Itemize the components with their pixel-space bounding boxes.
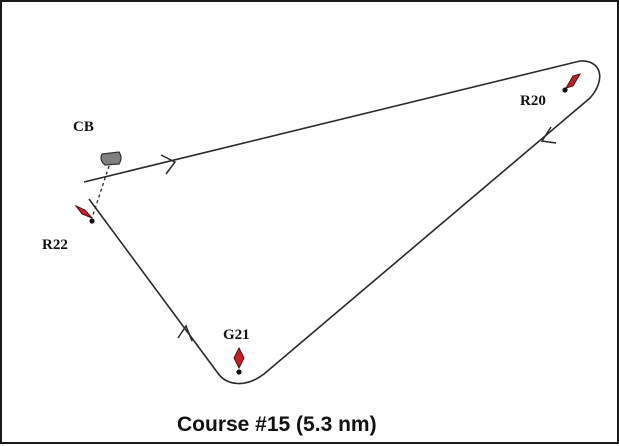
r22-label: R22 xyxy=(42,237,68,253)
direction-arrow-leg1 xyxy=(160,154,177,175)
red-buoy-icon xyxy=(233,346,245,375)
r20-label: R20 xyxy=(520,93,546,109)
direction-arrow-leg3 xyxy=(177,324,193,342)
direction-arrow-leg2 xyxy=(540,126,557,144)
course-caption: Course #15 (5.3 nm) xyxy=(177,413,377,436)
red-buoy-icon xyxy=(74,204,95,224)
red-buoy-icon xyxy=(562,73,582,93)
committee-boat-label: CB xyxy=(73,119,94,135)
g21-label: G21 xyxy=(223,327,250,343)
boat-icon xyxy=(100,151,122,166)
start-line xyxy=(91,165,110,219)
course-line xyxy=(83,60,601,385)
